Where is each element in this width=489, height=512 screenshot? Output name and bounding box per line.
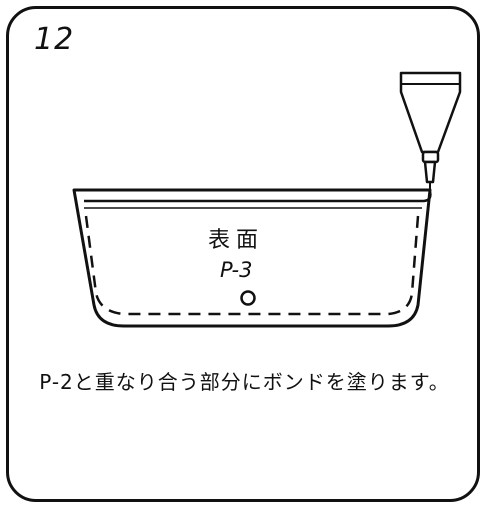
face-label: 表面: [208, 228, 265, 253]
stitch-line: [84, 215, 420, 316]
pocket-panel-outline: [72, 188, 432, 328]
part-label: P-3: [220, 258, 253, 282]
glue-tube-icon: [399, 71, 462, 190]
hole-circle-icon: [240, 290, 256, 306]
instruction-text: P-2と重なり合う部分にボンドを塗ります。: [39, 370, 450, 394]
glue-line: [84, 191, 432, 203]
step-number: 12: [34, 22, 75, 57]
